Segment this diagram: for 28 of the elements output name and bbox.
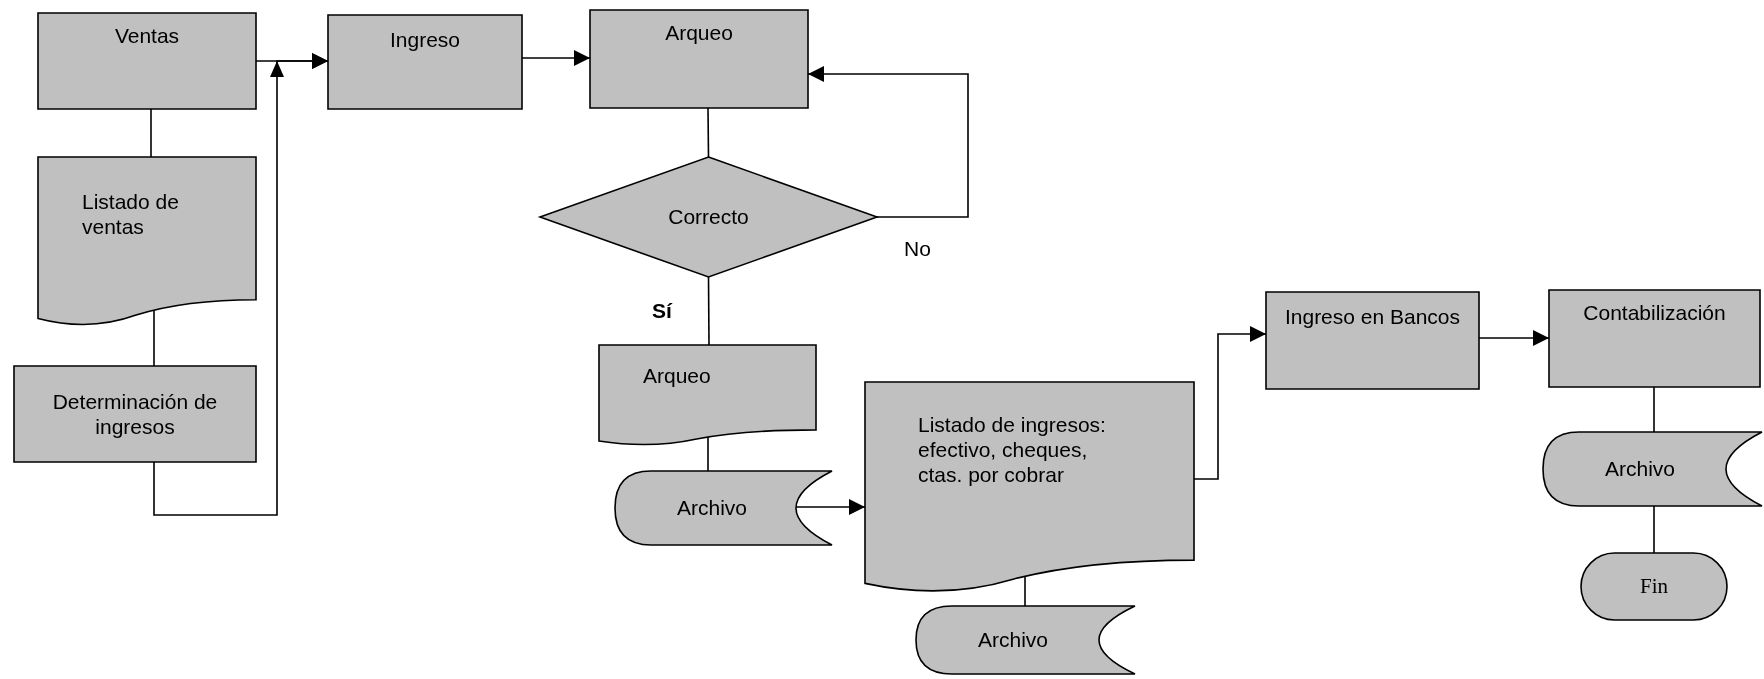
node-label: Arqueo: [643, 363, 712, 389]
node-label: Listado de ingresos: efectivo, cheques, ctas. por cobrar: [918, 412, 1107, 488]
process-box: [1266, 292, 1479, 389]
stored-data-shape: [916, 606, 1135, 674]
node-label: Correcto: [667, 204, 750, 230]
node-label: Ventas: [113, 23, 181, 49]
process-box: [590, 10, 808, 108]
node-label: Contabilización: [1582, 300, 1727, 326]
terminator-shape: [1581, 553, 1727, 620]
node-label: Archivo: [1604, 456, 1676, 482]
node-label: Ingreso: [388, 27, 461, 53]
process-box: [328, 15, 522, 109]
process-box: [1549, 290, 1760, 387]
node-label: Ingreso en Bancos: [1283, 304, 1462, 330]
stored-data-shape: [1543, 432, 1762, 506]
node-label: Determinación de ingresos: [51, 388, 219, 440]
node-label: Listado de ventas: [82, 189, 180, 240]
document-shape: [599, 345, 816, 446]
node-label: Archivo: [977, 627, 1049, 653]
node-label: Fin: [1639, 573, 1669, 600]
node-label: Archivo: [676, 495, 748, 521]
process-box: [38, 13, 256, 109]
decision-diamond: [540, 157, 877, 277]
process-box: [14, 366, 256, 462]
stored-data-shape: [615, 471, 832, 545]
document-shape: [865, 382, 1194, 594]
document-shape: [38, 157, 256, 327]
node-label: Arqueo: [664, 20, 734, 46]
